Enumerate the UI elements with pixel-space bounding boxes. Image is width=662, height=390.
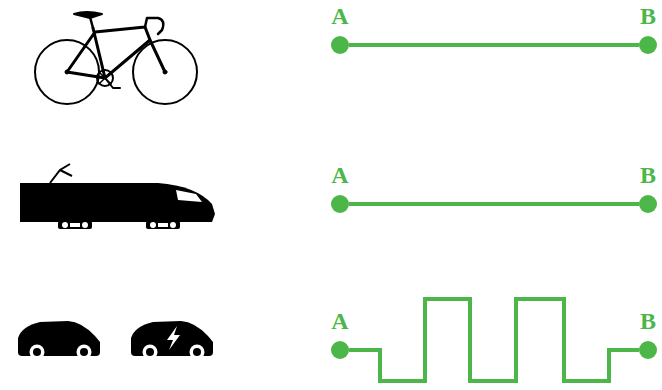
endpoint-circle	[331, 195, 349, 213]
endpoint-dot: A	[330, 35, 350, 55]
endpoint-circle	[639, 341, 657, 359]
car-icon	[18, 321, 100, 360]
endpoint-label: A	[331, 163, 348, 187]
route-line	[349, 202, 639, 206]
endpoint-circle	[331, 341, 349, 359]
electric-car-icon	[131, 321, 213, 360]
endpoint-circle	[331, 36, 349, 54]
endpoint-label: A	[331, 4, 348, 28]
dot-shape	[330, 194, 350, 214]
endpoint-dot: A	[330, 194, 350, 214]
dot-shape	[638, 340, 658, 360]
endpoint-label: A	[331, 309, 348, 333]
dot-shape	[638, 194, 658, 214]
bicycle-icon	[35, 12, 197, 104]
dot-shape	[330, 35, 350, 55]
train-icon	[20, 164, 215, 229]
endpoint-circle	[639, 195, 657, 213]
endpoint-circle	[639, 36, 657, 54]
route-line	[349, 299, 639, 381]
endpoint-label: B	[640, 309, 656, 333]
endpoint-label: B	[640, 4, 656, 28]
endpoint-dot: B	[638, 340, 658, 360]
endpoint-label: B	[640, 163, 656, 187]
dot-shape	[330, 340, 350, 360]
dot-shape	[638, 35, 658, 55]
endpoint-dot: B	[638, 194, 658, 214]
route-line	[349, 43, 639, 47]
endpoint-dot: A	[330, 340, 350, 360]
endpoint-dot: B	[638, 35, 658, 55]
